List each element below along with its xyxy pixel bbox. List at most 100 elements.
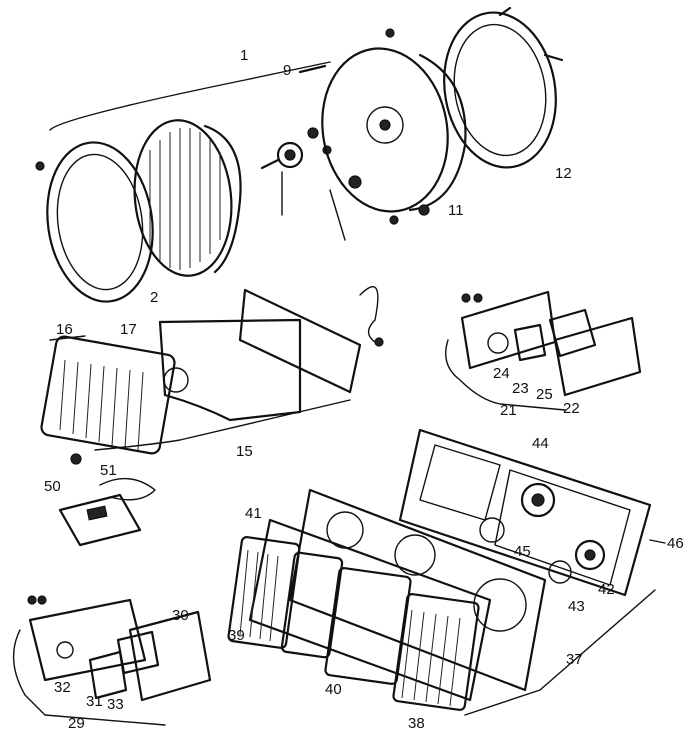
group-line-21 bbox=[445, 339, 566, 411]
top-screw bbox=[385, 28, 395, 38]
label-33: 33 bbox=[107, 696, 124, 713]
gasket-41 bbox=[248, 518, 492, 702]
holder-42-center bbox=[584, 549, 596, 561]
gasket-46 bbox=[398, 428, 652, 597]
plate-lamp-body bbox=[58, 493, 142, 547]
bulb-holder bbox=[276, 141, 304, 169]
group-line-37 bbox=[464, 589, 656, 716]
bulb-holder-center bbox=[284, 149, 296, 161]
outer-rim bbox=[46, 141, 154, 303]
base-29 bbox=[28, 598, 147, 682]
screw bbox=[461, 293, 471, 303]
adjuster-nut bbox=[348, 175, 362, 189]
gasket-46-window bbox=[494, 469, 631, 586]
clip bbox=[307, 127, 319, 139]
group-line-29 bbox=[12, 629, 166, 726]
nut bbox=[418, 204, 430, 216]
lens-38 bbox=[392, 593, 480, 711]
rear-lamp-21 bbox=[445, 290, 642, 411]
screw bbox=[70, 453, 82, 465]
label-31: 31 bbox=[86, 693, 103, 710]
leader-46 bbox=[649, 539, 666, 544]
label-40: 40 bbox=[325, 681, 342, 698]
lens-31 bbox=[88, 650, 128, 700]
rear-lamp-37 bbox=[227, 428, 666, 716]
label-15: 15 bbox=[236, 443, 253, 460]
label-12: 12 bbox=[555, 165, 572, 182]
label-17: 17 bbox=[120, 321, 137, 338]
plate-lamp-bulb bbox=[86, 505, 108, 521]
group-line-15 bbox=[94, 399, 351, 451]
group-line-1 bbox=[49, 61, 331, 131]
stud bbox=[498, 6, 512, 17]
label-45: 45 bbox=[514, 543, 531, 560]
holder-44 bbox=[520, 482, 556, 518]
lens-38-hatching bbox=[401, 609, 461, 707]
label-24: 24 bbox=[493, 365, 510, 382]
bulb-45 bbox=[479, 517, 505, 543]
grommet bbox=[374, 337, 384, 347]
side-lamp-assembly bbox=[40, 285, 384, 465]
lens-hatching bbox=[149, 128, 221, 270]
holder-44-center bbox=[531, 493, 545, 507]
label-22: 22 bbox=[563, 400, 580, 417]
screw bbox=[35, 161, 45, 171]
adjuster-screw-9 bbox=[298, 64, 327, 74]
leader bbox=[329, 189, 346, 241]
bulb-43 bbox=[548, 560, 572, 584]
bulb-24 bbox=[487, 332, 509, 354]
lens-mid bbox=[280, 551, 344, 659]
label-11: 11 bbox=[448, 202, 464, 219]
lens-23 bbox=[513, 323, 547, 362]
label-38: 38 bbox=[408, 715, 425, 732]
label-2: 2 bbox=[150, 289, 158, 306]
reflector-center bbox=[379, 119, 391, 131]
label-21: 21 bbox=[500, 402, 517, 419]
lens-39-hatching bbox=[239, 549, 279, 642]
reflector-bowl bbox=[321, 47, 449, 213]
headlamp-assembly bbox=[35, 6, 564, 303]
label-39: 39 bbox=[228, 627, 245, 644]
bulb-32 bbox=[56, 641, 74, 659]
plate-lamp-50 bbox=[58, 477, 156, 547]
label-16: 16 bbox=[56, 321, 73, 338]
label-9: 9 bbox=[283, 62, 291, 79]
label-42: 42 bbox=[598, 581, 615, 598]
lens-30 bbox=[128, 610, 212, 702]
lens-39 bbox=[227, 536, 301, 649]
connector-lead bbox=[260, 158, 280, 170]
label-43: 43 bbox=[568, 598, 585, 615]
label-25: 25 bbox=[536, 386, 553, 403]
housing-37 bbox=[288, 488, 547, 692]
label-29: 29 bbox=[68, 715, 85, 732]
bulb-17 bbox=[163, 367, 189, 393]
label-41: 41 bbox=[245, 505, 262, 522]
outer-rim-inner bbox=[56, 153, 144, 291]
label-46: 46 bbox=[667, 535, 684, 552]
mounting-ring-inner bbox=[453, 23, 547, 157]
label-50: 50 bbox=[44, 478, 61, 495]
label-1: 1 bbox=[240, 47, 248, 64]
lens-22 bbox=[553, 316, 642, 397]
lens-33 bbox=[116, 630, 160, 675]
screw bbox=[473, 293, 483, 303]
lens-unit bbox=[133, 119, 233, 277]
label-30: 30 bbox=[172, 607, 189, 624]
screw bbox=[37, 595, 47, 605]
housing-15 bbox=[158, 318, 302, 422]
plate-lamp-wire bbox=[99, 477, 156, 501]
mounting-ring bbox=[443, 11, 557, 169]
screw bbox=[27, 595, 37, 605]
label-23: 23 bbox=[512, 380, 529, 397]
lens-back bbox=[203, 124, 242, 274]
label-51: 51 bbox=[100, 462, 117, 479]
gasket-15 bbox=[238, 288, 362, 394]
lamp-lens-16 bbox=[40, 335, 176, 455]
gasket-46-window bbox=[419, 444, 501, 521]
label-32: 32 bbox=[54, 679, 71, 696]
callout-labels: 1 2 9 11 12 15 16 17 21 22 23 24 25 29 3… bbox=[44, 47, 684, 732]
housing-hole bbox=[473, 578, 527, 632]
label-44: 44 bbox=[532, 435, 549, 452]
